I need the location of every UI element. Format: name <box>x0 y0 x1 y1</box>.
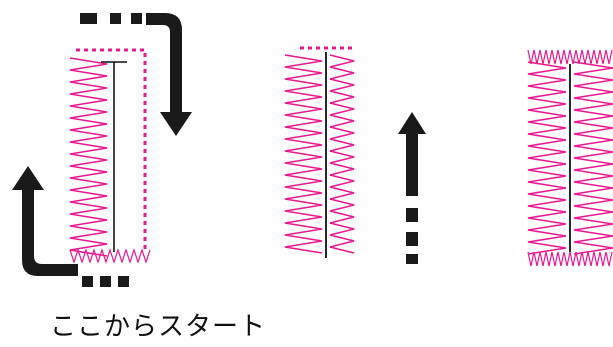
up-arrow-dash-2 <box>406 232 418 246</box>
stage-2-arrows <box>398 112 426 264</box>
stage-1-dotted-outline <box>76 48 147 250</box>
stage-3-left-zigzag <box>527 61 567 255</box>
stage-2-buttonhole <box>284 46 355 258</box>
stage-2-left-zigzag <box>284 54 323 254</box>
bottom-dash-3 <box>118 276 129 287</box>
bottom-dash-2 <box>100 276 111 287</box>
up-arrow-dash-3 <box>406 254 418 264</box>
up-hook-arrow-icon <box>12 166 78 276</box>
stage-3-buttonhole <box>527 49 613 267</box>
start-here-caption: ここからスタート <box>50 312 267 342</box>
down-hook-arrow-icon <box>146 13 192 136</box>
top-dash-2 <box>110 13 121 24</box>
bottom-dash-1 <box>82 276 93 287</box>
stage-1-left-zigzag <box>69 57 108 257</box>
up-arrow-dash-1 <box>406 208 418 222</box>
stage-1-bottom-bartack-zigzag <box>69 248 151 264</box>
top-dash-3 <box>131 13 142 24</box>
stage-3-right-zigzag <box>573 61 613 255</box>
stage-3-top-bartack-zigzag <box>527 49 613 65</box>
stage-1-buttonhole <box>69 48 151 264</box>
top-dash-1 <box>80 13 97 24</box>
stage-2-right-zigzag <box>329 54 355 254</box>
stage-1-arrows <box>12 13 192 287</box>
up-arrow-icon <box>398 112 426 196</box>
stage-3-bottom-bartack-zigzag <box>527 251 613 267</box>
